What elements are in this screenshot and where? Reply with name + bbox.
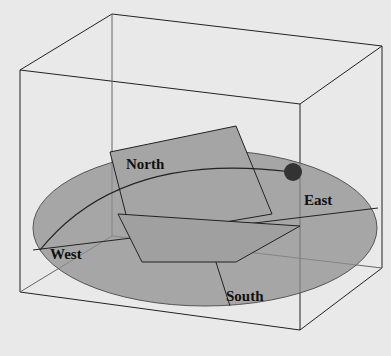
direction-label: South xyxy=(226,289,264,304)
direction-label: East xyxy=(304,193,332,208)
direction-label: North xyxy=(126,157,164,172)
direction-label: West xyxy=(50,247,82,262)
bounding-box xyxy=(20,14,382,330)
horizontal-plane xyxy=(118,214,300,262)
sun-path xyxy=(40,168,292,250)
sun-dot xyxy=(284,163,302,181)
